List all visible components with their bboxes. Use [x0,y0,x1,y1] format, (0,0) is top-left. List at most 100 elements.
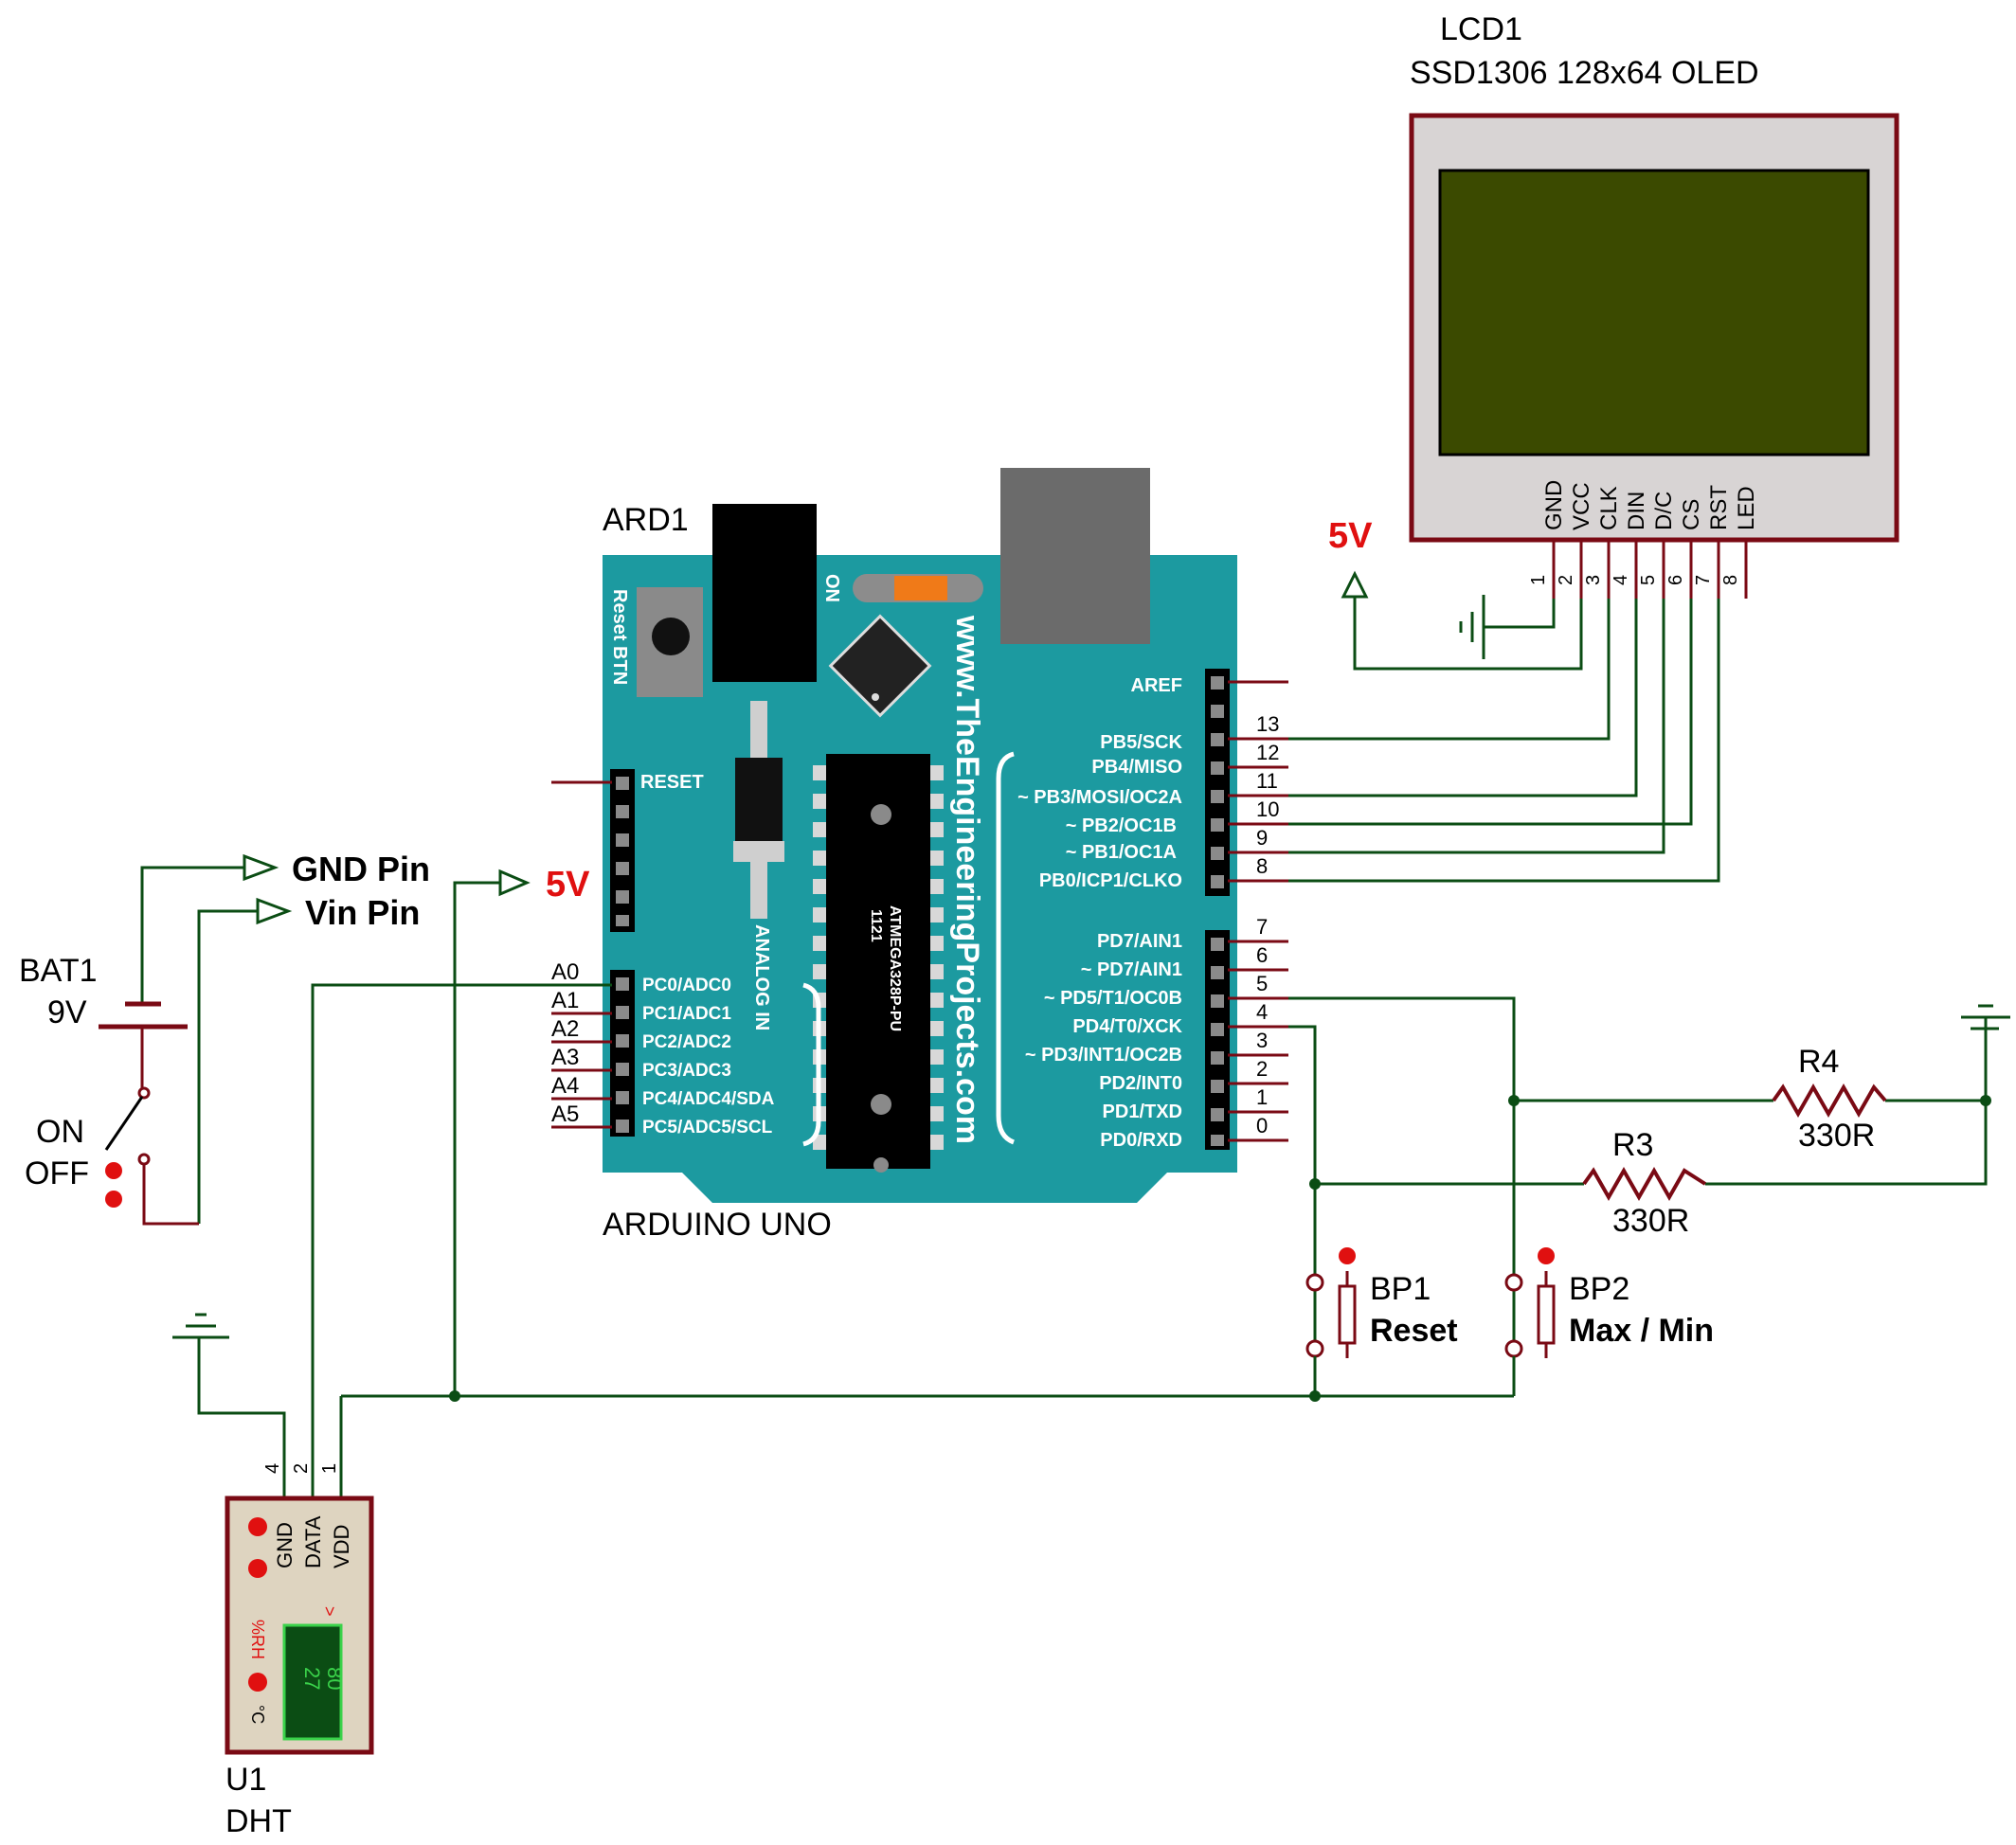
wire-din [1254,599,1638,797]
lcd-pin-name: RST [1706,485,1732,530]
wire-d4 [1288,1025,1317,1396]
dht-marker-icon [248,1673,267,1692]
digital-pin-label: PD7/AIN1 [1097,931,1182,952]
wire-buttons-to-bus [1313,1356,1516,1396]
lcd-pin-number: 2 [1556,575,1576,585]
lcd-pin-number: 1 [1528,575,1549,585]
analog-pin-label: PC4/ADC4/SDA [642,1089,775,1109]
digital-number: 6 [1256,943,1268,967]
dht-pin-name: VDD [330,1525,353,1568]
ground-symbol-right [1961,1004,2010,1030]
button-marker-icon [1538,1247,1555,1264]
digital-bottom-legs [1228,940,1288,1142]
chip-pins-right [930,765,944,1150]
wire-dht-data [311,983,612,1496]
lcd-pin-name: DIN [1624,492,1649,530]
small-chip [828,614,932,718]
power-label: 5V [546,865,590,905]
dht-pin-name: DATA [301,1515,325,1568]
digital-top-legs [1228,680,1288,883]
svg-text:>: > [320,1606,339,1617]
analog-number: A5 [551,1102,579,1127]
wire-d5 [1288,996,1516,1396]
resistor-value: 330R [1612,1203,1689,1239]
on-led [894,576,947,600]
digital-number: 5 [1256,972,1268,995]
dht-marker-icon [248,1517,267,1536]
wire-vin-pin [197,909,258,1224]
switch-on-label: ON [36,1114,84,1150]
digital-number: 1 [1256,1085,1268,1109]
digital-pin-label: PB0/ICP1/CLKO [1039,870,1182,891]
switch-off-label: OFF [25,1155,89,1191]
lcd-module: LCD1 SSD1306 128x64 OLED GND VCC CLK DIN… [1409,11,1899,599]
power-terminal-5v-lcd: 5V [1328,516,1583,671]
gnd-terminal-label: GND Pin [292,850,430,888]
digital-pin-label: ~ PD3/INT1/OC2B [1025,1045,1182,1066]
digital-number: 9 [1256,826,1268,850]
digital-pin-label: ~ PD5/T1/OC0B [1044,988,1182,1009]
wire-rst [1254,599,1720,883]
dht-sensor: 4 2 1 GND DATA VDD %RH °C 80 27 > U1 DHT [172,1313,374,1839]
arduino-name: ARDUINO UNO [603,1207,832,1243]
lcd-pin-number: 7 [1693,575,1714,585]
lcd-pin-name: CLK [1596,486,1622,530]
wire-clk [1254,599,1611,741]
ground-symbol-dht [172,1313,229,1339]
digital-number: 13 [1256,712,1279,736]
analog-pin-label: PC2/ADC2 [642,1032,731,1052]
diode [735,758,783,847]
digital-pin-label: ~ PD7/AIN1 [1081,959,1182,980]
resistor-value: 330R [1798,1118,1875,1154]
wire-dc [1254,599,1665,854]
lcd-pin-number: 3 [1583,575,1604,585]
button-bp1 [1338,1284,1357,1345]
dht-pin-number: 4 [262,1463,283,1474]
battery-circuit: BAT1 9V GND Pin Vin Pin ON OFF [19,850,430,1226]
digital-pin-label: PB5/SCK [1100,732,1182,753]
analog-number: A4 [551,1073,579,1099]
lcd-pin-name: LED [1734,486,1759,530]
vin-terminal-label: Vin Pin [305,893,420,932]
button-label: Reset [1370,1313,1458,1349]
dht-temp-unit: °C [248,1705,267,1724]
analog-pin-label: PC1/ADC1 [642,1004,731,1024]
toggle-marker-icon [105,1162,122,1179]
lcd-pin-name: VCC [1569,482,1594,530]
lcd-ref: LCD1 [1440,11,1522,47]
resistor-ref: R4 [1798,1044,1839,1080]
arduino-board: ARD1 Reset BTN ON ANALOG IN 11 [551,468,1288,1243]
dht-pin-number: 2 [291,1463,312,1474]
lcd-pin-number: 8 [1720,575,1741,585]
dht-humidity-unit: %RH [248,1620,267,1659]
digital-pin-label: ~ PB3/MOSI/OC2A [1017,787,1182,808]
button-ref: BP1 [1370,1271,1431,1307]
digital-number: 12 [1256,741,1279,764]
toggle-marker-icon [105,1191,122,1208]
wire-r3-right [1705,1017,1988,1186]
digital-pin-label: PD4/T0/XCK [1072,1016,1182,1037]
power-jack [712,504,817,682]
dht-pin-number: 1 [319,1463,340,1474]
digital-pin-label: PD2/INT0 [1099,1073,1182,1094]
digital-pin-label: PD1/TXD [1103,1102,1182,1122]
analog-in-label: ANALOG IN [751,924,772,1030]
button-network: R4 330R R3 330R BP1 Reset BP2 Max / Min [1288,996,2010,1396]
battery-value: 9V [47,994,87,1030]
lcd-pin-name: GND [1541,480,1567,530]
analog-pin-label: PC0/ADC0 [642,976,731,995]
wire-dht-gnd [197,1337,286,1496]
usb-connector [1000,468,1150,644]
analog-pin-label: PC5/ADC5/SCL [642,1118,773,1137]
website-label: www.TheEngineeringProjects.com [949,615,985,1144]
lcd-pin-number: 4 [1611,575,1631,585]
digital-number: 7 [1256,915,1268,939]
digital-pin-label: AREF [1131,675,1182,696]
lcd-pin-name: D/C [1651,492,1677,530]
resistor-ref: R3 [1612,1127,1653,1163]
reset-button-cap [652,618,690,655]
digital-number: 4 [1256,1000,1268,1024]
dht-pin-name: GND [273,1522,297,1568]
on-label: ON [821,574,842,602]
